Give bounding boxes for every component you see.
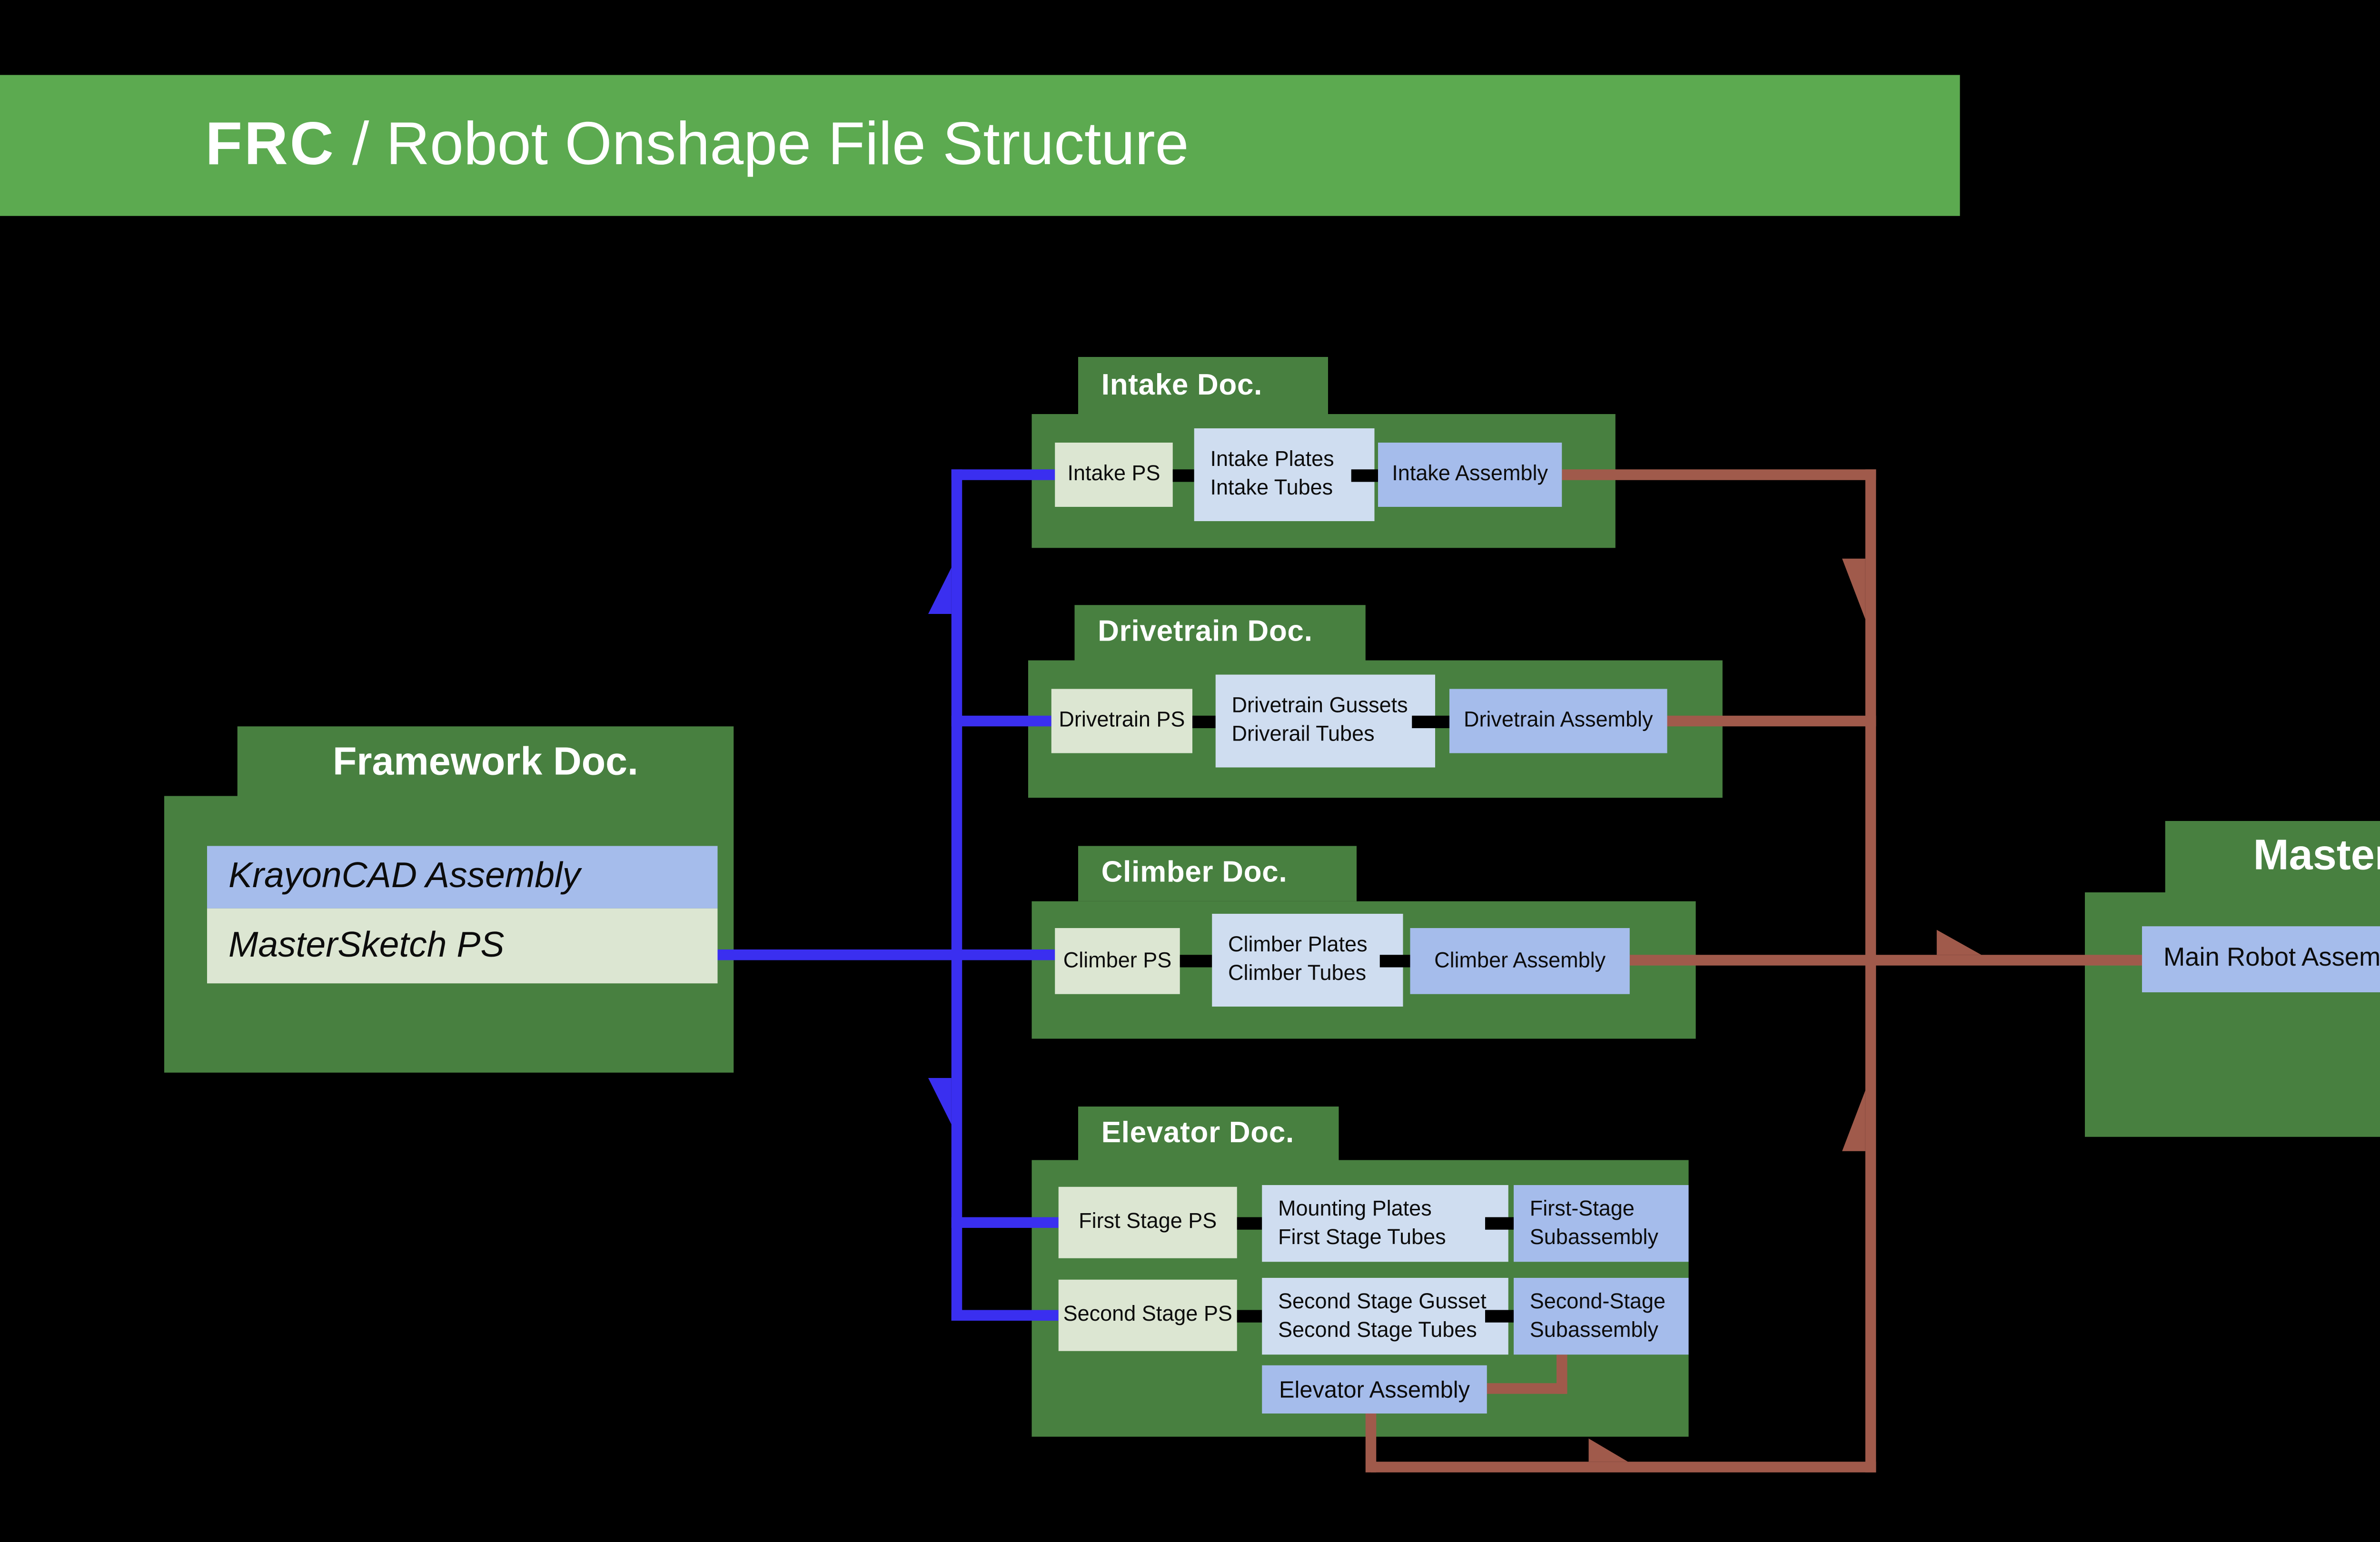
master-document-title: Master Document <box>2253 831 2380 880</box>
second-stage-parts-line1: Second Stage Gusset <box>1278 1288 1487 1313</box>
first-stage-subassembly-node: First-Stage Subassembly <box>1514 1185 1689 1262</box>
intake-assembly-node: Intake Assembly <box>1378 443 1562 507</box>
second-stage-parts-line2: Second Stage Tubes <box>1278 1316 1477 1342</box>
first-stage-subassembly-line2: Subassembly <box>1529 1223 1658 1249</box>
intake-ps-node: Intake PS <box>1055 443 1173 507</box>
first-stage-parts-node: Mounting Plates First Stage Tubes <box>1262 1185 1508 1262</box>
first-stage-ps-label: First Stage PS <box>1079 1208 1217 1234</box>
climber-ps-node: Climber PS <box>1055 928 1180 994</box>
page-title: Robot Onshape File Structure <box>386 110 1189 179</box>
elevator-doc-title: Elevator Doc. <box>1101 1116 1294 1149</box>
second-stage-parts-node: Second Stage Gusset Second Stage Tubes <box>1262 1278 1508 1355</box>
intake-parts-node: Intake Plates Intake Tubes <box>1194 428 1375 521</box>
brown-up-arrow-icon <box>1842 1090 1865 1151</box>
drivetrain-parts-node: Drivetrain Gussets Driverail Tubes <box>1215 674 1435 768</box>
intake-parts-line2: Intake Tubes <box>1210 474 1333 500</box>
elevator-assembly-label: Elevator Assembly <box>1279 1375 1470 1403</box>
main-robot-assembly-label: Main Robot Assembly <box>2163 944 2380 973</box>
header-separator: / <box>335 110 386 179</box>
elevator-doc-tab: Elevator Doc. <box>1078 1107 1339 1160</box>
connector <box>1412 715 1449 728</box>
blue-feed-lines <box>696 469 1059 1321</box>
header-brand: FRC <box>205 110 336 179</box>
blue-down-arrow-icon <box>928 1078 952 1125</box>
connector <box>1351 469 1378 482</box>
krayoncad-assembly-node: KrayonCAD Assembly <box>207 846 718 909</box>
connector <box>1172 469 1194 482</box>
connector <box>1180 955 1212 968</box>
drivetrain-assembly-node: Drivetrain Assembly <box>1449 689 1667 753</box>
connector <box>1237 1217 1262 1230</box>
connector <box>1485 1217 1514 1230</box>
brown-assembly-lines <box>1365 469 2142 1473</box>
connector <box>1237 1310 1262 1323</box>
brown-down-arrow-icon <box>1842 558 1865 620</box>
brown-right-arrow-master-icon <box>1936 929 1982 955</box>
intake-parts-line1: Intake Plates <box>1210 446 1334 472</box>
blue-up-arrow-icon <box>928 567 952 614</box>
drivetrain-parts-line2: Driverail Tubes <box>1231 721 1375 746</box>
brown-right-arrow-bottom-icon <box>1588 1438 1628 1462</box>
intake-doc-title: Intake Doc. <box>1101 368 1263 401</box>
second-stage-ps-label: Second Stage PS <box>1063 1301 1232 1326</box>
blue-arrowheads <box>928 567 952 1125</box>
header-banner: FRC / Robot Onshape File Structure <box>0 75 1960 216</box>
framework-doc-tab: Framework Doc. <box>237 726 734 796</box>
climber-doc-title: Climber Doc. <box>1101 857 1288 889</box>
climber-parts-line2: Climber Tubes <box>1228 960 1367 986</box>
climber-assembly-label: Climber Assembly <box>1434 947 1606 972</box>
intake-ps-label: Intake PS <box>1067 460 1160 486</box>
drivetrain-doc-title: Drivetrain Doc. <box>1098 615 1313 648</box>
master-document-tab: Master Document <box>2165 821 2380 892</box>
climber-parts-line1: Climber Plates <box>1228 932 1368 957</box>
first-stage-subassembly-line1: First-Stage <box>1529 1195 1635 1220</box>
main-robot-assembly-node: Main Robot Assembly <box>2142 926 2380 992</box>
drivetrain-ps-node: Drivetrain PS <box>1051 689 1192 753</box>
climber-assembly-node: Climber Assembly <box>1410 928 1630 994</box>
second-stage-subassembly-node: Second-Stage Subassembly <box>1514 1278 1689 1355</box>
krayoncad-assembly-label: KrayonCAD Assembly <box>228 857 581 896</box>
first-stage-parts-line1: Mounting Plates <box>1278 1195 1432 1220</box>
first-stage-ps-node: First Stage PS <box>1058 1186 1237 1258</box>
first-stage-parts-line2: First Stage Tubes <box>1278 1223 1446 1249</box>
connector <box>1192 715 1216 728</box>
framework-doc-title: Framework Doc. <box>333 738 638 783</box>
intake-assembly-label: Intake Assembly <box>1392 460 1548 486</box>
mastersketch-ps-label: MasterSketch PS <box>228 925 505 965</box>
climber-parts-node: Climber Plates Climber Tubes <box>1212 914 1403 1007</box>
intake-doc-tab: Intake Doc. <box>1078 357 1328 414</box>
second-stage-subassembly-line1: Second-Stage <box>1529 1288 1666 1313</box>
connector <box>1485 1310 1514 1323</box>
drivetrain-doc-tab: Drivetrain Doc. <box>1074 605 1366 661</box>
second-stage-ps-node: Second Stage PS <box>1058 1279 1237 1351</box>
mastersketch-ps-node: MasterSketch PS <box>207 908 718 984</box>
second-stage-subassembly-line2: Subassembly <box>1529 1316 1658 1342</box>
drivetrain-assembly-label: Drivetrain Assembly <box>1463 707 1653 732</box>
climber-ps-label: Climber PS <box>1063 947 1172 972</box>
elevator-assembly-node: Elevator Assembly <box>1262 1365 1487 1414</box>
drivetrain-parts-line1: Drivetrain Gussets <box>1231 692 1408 718</box>
drivetrain-ps-label: Drivetrain PS <box>1059 707 1185 732</box>
climber-doc-tab: Climber Doc. <box>1078 846 1357 901</box>
connector <box>1379 955 1410 968</box>
